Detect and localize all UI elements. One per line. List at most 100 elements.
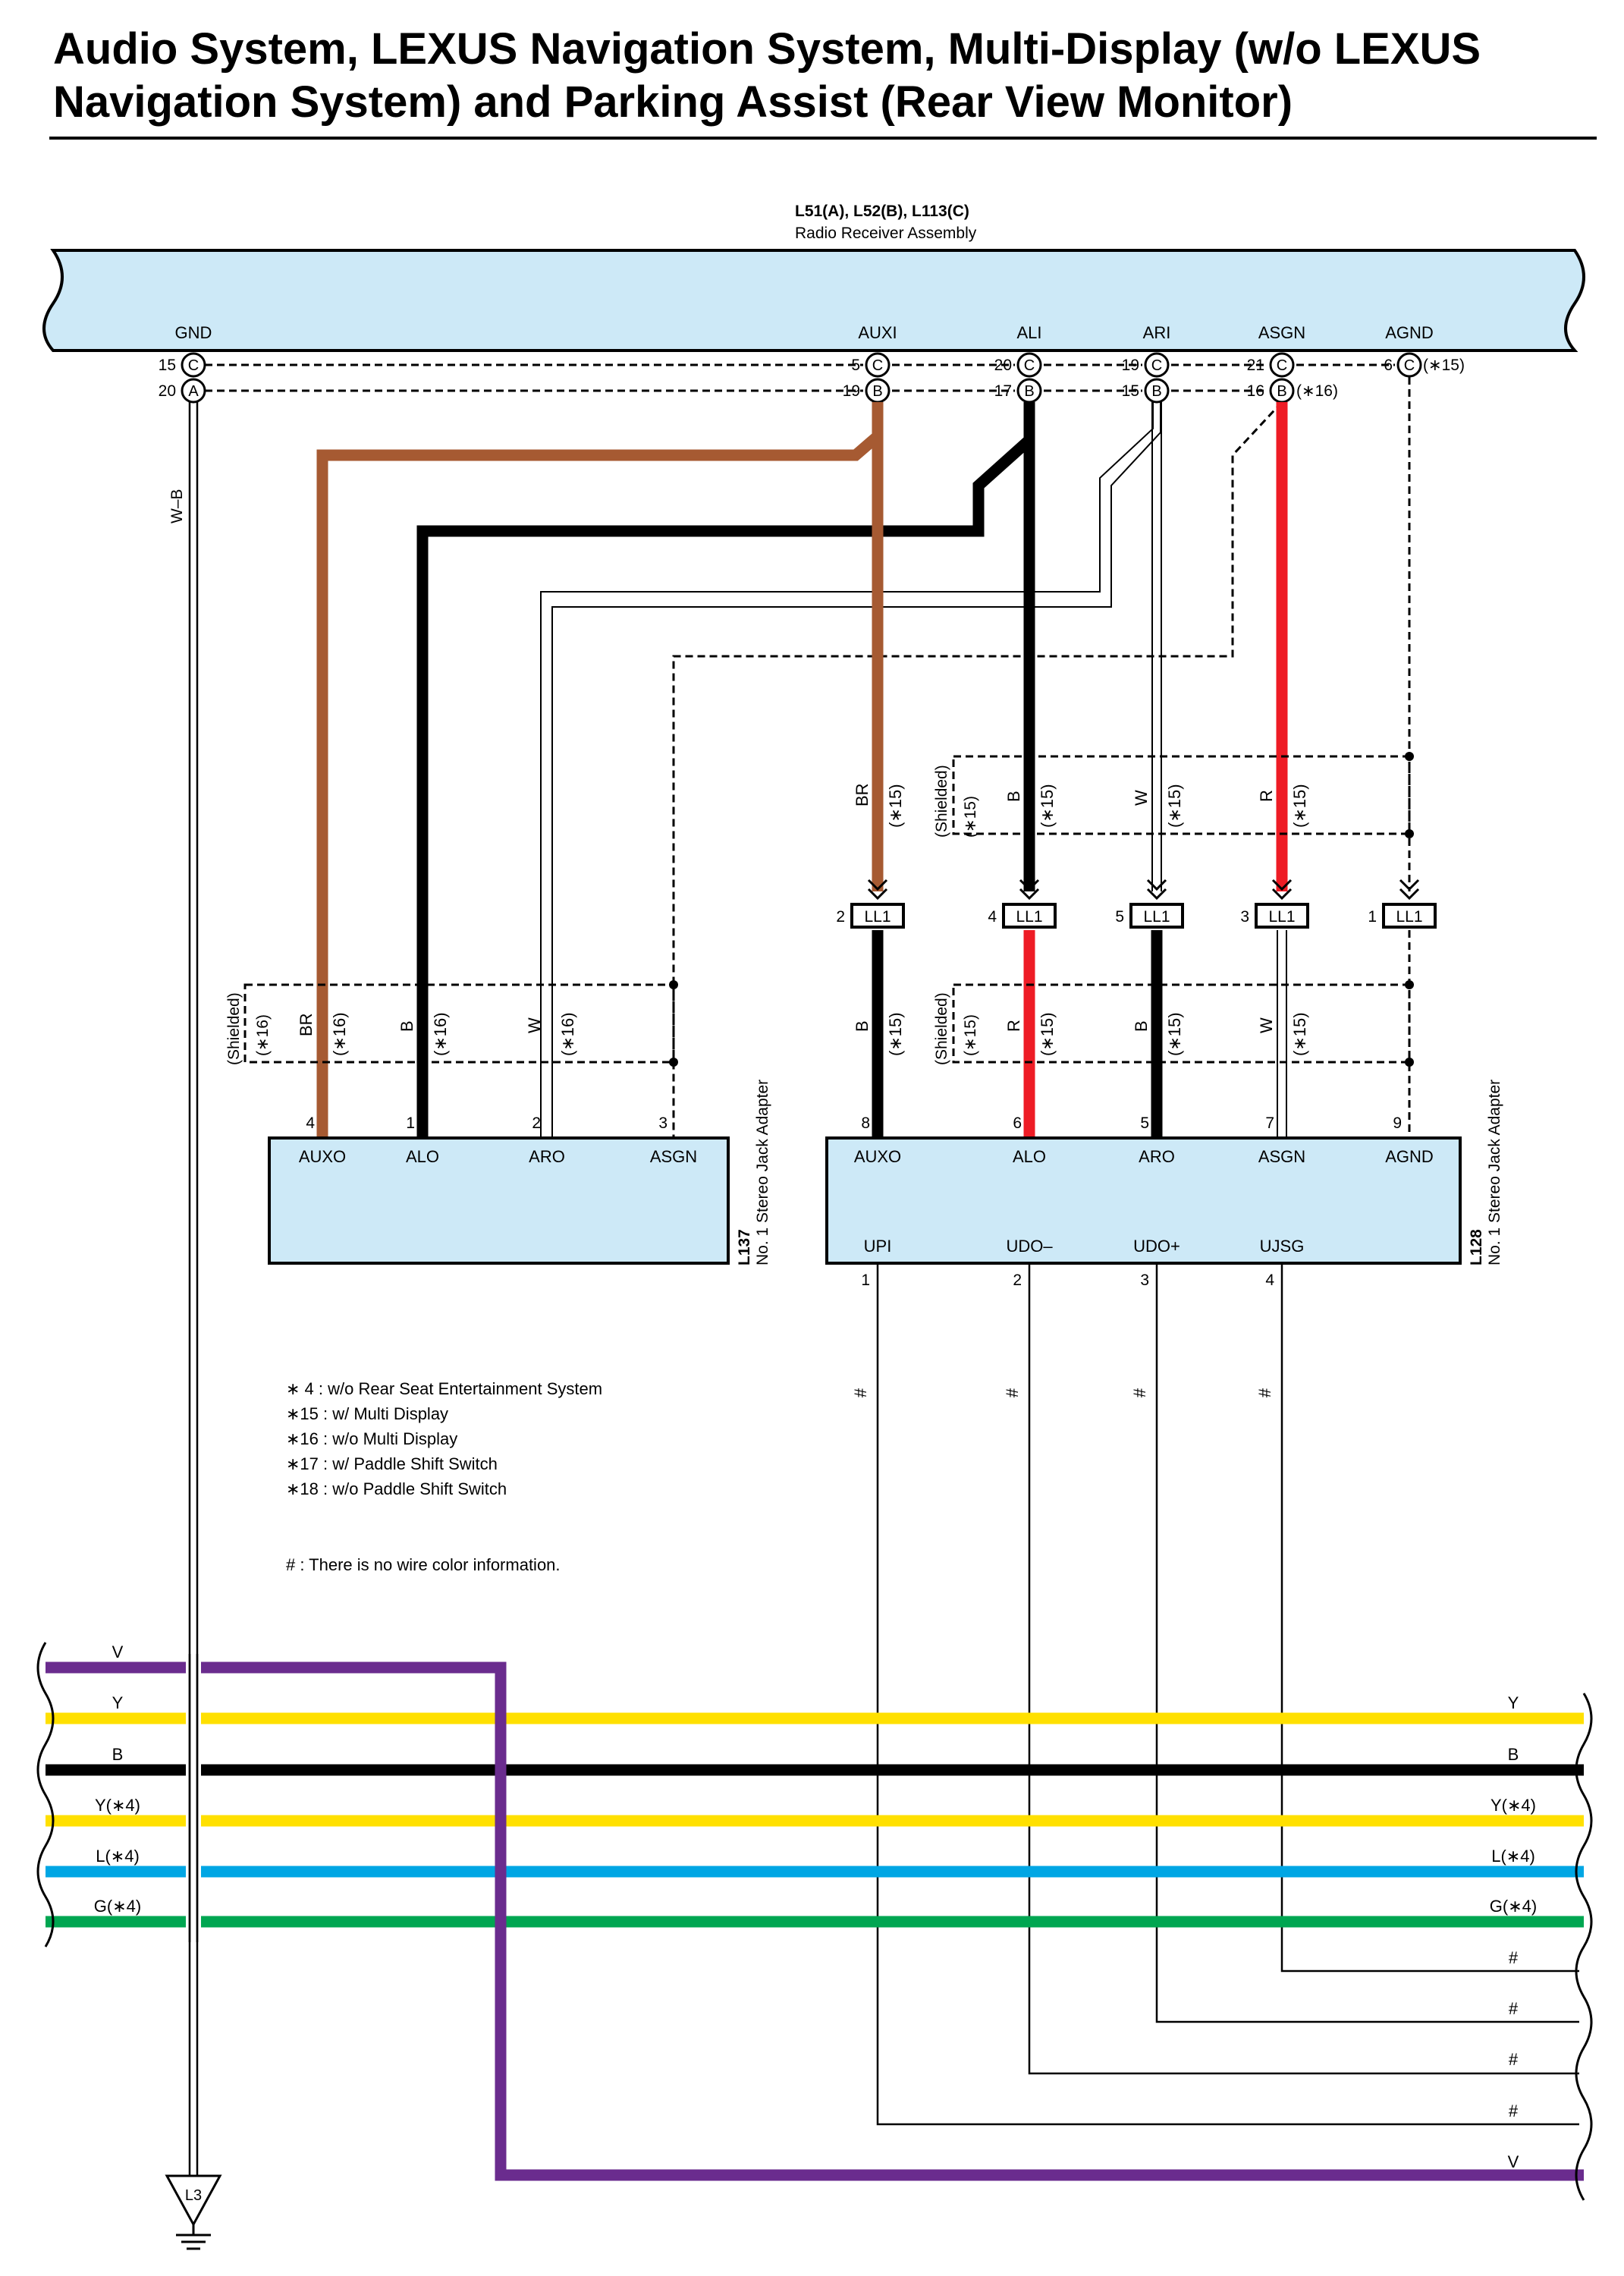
svg-text:4: 4 — [306, 1114, 315, 1132]
lower-shield-note: (∗15) — [962, 1014, 979, 1056]
receiver-terminal-ali: ALI — [1016, 323, 1041, 342]
upper-shield: (Shielded) (∗15) — [933, 752, 1414, 838]
legend-item: ∗15 : w/ Multi Display — [286, 1404, 448, 1423]
svg-text:19: 19 — [843, 382, 860, 400]
svg-text:3: 3 — [658, 1114, 668, 1132]
bus-right-labels: Y B Y(∗4) L(∗4) G(∗4) # # # # V — [1490, 1693, 1537, 2171]
svg-text:LL1: LL1 — [1268, 908, 1295, 926]
svg-text:2: 2 — [836, 908, 845, 926]
svg-text:UJSG: UJSG — [1260, 1237, 1305, 1256]
svg-text:G(∗4): G(∗4) — [1490, 1897, 1537, 1916]
svg-text:C: C — [188, 357, 199, 374]
svg-text:L(∗4): L(∗4) — [1491, 1847, 1535, 1866]
svg-text:B: B — [853, 1020, 872, 1032]
svg-text:(∗16): (∗16) — [330, 1012, 349, 1056]
svg-text:G(∗4): G(∗4) — [94, 1897, 141, 1916]
svg-text:W: W — [525, 1017, 544, 1033]
svg-text:Y(∗4): Y(∗4) — [95, 1796, 140, 1815]
svg-text:C: C — [1404, 357, 1415, 374]
upper-shield-note: (∗15) — [962, 796, 979, 838]
svg-text:1: 1 — [406, 1114, 415, 1132]
ground-symbol: L3 — [165, 2174, 222, 2250]
svg-text:15: 15 — [159, 357, 176, 374]
svg-text:4: 4 — [1265, 1272, 1274, 1289]
svg-text:1: 1 — [861, 1272, 870, 1289]
svg-text:17: 17 — [994, 382, 1012, 400]
svg-text:9: 9 — [1393, 1114, 1402, 1132]
agnd-note: (∗15) — [1423, 357, 1465, 374]
svg-text:6: 6 — [1384, 357, 1393, 374]
svg-text:#: # — [1509, 2102, 1519, 2120]
svg-text:3: 3 — [1140, 1272, 1149, 1289]
l128-id: L128 — [1468, 1229, 1485, 1265]
legend-item: ∗16 : w/o Multi Display — [286, 1429, 457, 1448]
svg-text:#: # — [1509, 1948, 1519, 1967]
receiver-id: L51(A), L52(B), L113(C) — [795, 203, 969, 220]
receiver-name: Radio Receiver Assembly — [795, 225, 977, 242]
legend: ∗ 4 : w/o Rear Seat Entertainment System… — [286, 1379, 602, 1574]
svg-text:LL1: LL1 — [864, 908, 891, 926]
svg-text:R: R — [1004, 1020, 1023, 1032]
l128-hash-marks: # # # # — [851, 1388, 1274, 1397]
receiver-panel — [42, 249, 1585, 352]
svg-text:AUXO: AUXO — [299, 1147, 346, 1166]
bus-violet-wire — [46, 1661, 1584, 2181]
svg-text:6: 6 — [1013, 1114, 1022, 1132]
svg-text:B: B — [1132, 1020, 1151, 1032]
svg-text:R: R — [1257, 790, 1276, 802]
receiver-terminal-gnd: GND — [175, 323, 212, 342]
svg-text:BR: BR — [853, 783, 872, 806]
receiver-pin-numbers: 15 20 5 19 20 17 19 15 21 16 6 — [159, 357, 1393, 400]
ground-wire-color: W–B — [168, 489, 186, 523]
svg-text:W: W — [1132, 790, 1151, 806]
l137-shield-note: (∗16) — [254, 1014, 272, 1056]
l128-terminals: AUXO ALO ARO ASGN AGND — [854, 1147, 1434, 1166]
l128-pins: 8 6 5 7 9 — [861, 1114, 1402, 1132]
svg-text:1: 1 — [1368, 908, 1377, 926]
wire-w-l128-asgn — [1277, 930, 1287, 1136]
svg-text:W: W — [1257, 1017, 1276, 1033]
bus-lines — [46, 1712, 1584, 1928]
l128-name: No. 1 Stereo Jack Adapter — [1486, 1080, 1503, 1265]
l128-bottom-terminals: UPI UDO– UDO+ UJSG — [864, 1237, 1305, 1256]
wire-asgn-l137 — [672, 401, 1283, 1136]
svg-text:3: 3 — [1240, 908, 1249, 926]
svg-text:B: B — [1508, 1745, 1519, 1764]
lower-shield-l137: (Shielded) (∗16) — [225, 980, 678, 1067]
svg-text:ALO: ALO — [406, 1147, 439, 1166]
ll1-wire-labels: B (∗15) R (∗15) B (∗15) W (∗15) — [853, 1012, 1309, 1056]
svg-text:ASGN: ASGN — [1258, 1147, 1305, 1166]
ll1-connectors — [850, 903, 1437, 929]
svg-text:AUXO: AUXO — [854, 1147, 901, 1166]
svg-text:B: B — [872, 383, 882, 400]
l137-pins: 4 1 2 3 — [306, 1114, 668, 1132]
svg-text:ARO: ARO — [1139, 1147, 1175, 1166]
svg-text:B: B — [1004, 791, 1023, 802]
svg-text:UPI: UPI — [864, 1237, 892, 1256]
upper-wire-labels: BR (∗15) B (∗15) W (∗15) R (∗15) — [853, 783, 1309, 828]
legend-item: ∗17 : w/ Paddle Shift Switch — [286, 1454, 498, 1473]
svg-text:(∗15): (∗15) — [1165, 1012, 1184, 1056]
ll1-pins: 2 4 5 3 1 — [836, 908, 1377, 926]
svg-text:AGND: AGND — [1385, 1147, 1434, 1166]
legend-item: ∗18 : w/o Paddle Shift Switch — [286, 1479, 507, 1498]
svg-text:V: V — [1508, 2152, 1519, 2171]
svg-text:(∗16): (∗16) — [431, 1012, 450, 1056]
svg-text:C: C — [872, 357, 883, 374]
svg-text:B: B — [112, 1745, 124, 1764]
receiver-terminal-asgn: ASGN — [1258, 323, 1305, 342]
wire-w-ll1 — [1151, 402, 1162, 891]
svg-text:(∗15): (∗15) — [1290, 1012, 1309, 1056]
wire-aro-l137 — [540, 402, 1161, 1136]
svg-text:Y(∗4): Y(∗4) — [1490, 1796, 1536, 1815]
receiver-terminal-agnd: AGND — [1385, 323, 1434, 342]
receiver-terminal-auxi: AUXI — [858, 323, 897, 342]
svg-text:BR: BR — [297, 1013, 316, 1036]
l137-box — [268, 1136, 730, 1265]
ground-wire-crossing — [188, 1654, 199, 1942]
svg-text:#: # — [1509, 2050, 1519, 2069]
svg-text:(∗15): (∗15) — [1165, 784, 1184, 828]
receiver-terminals: GND AUXI ALI ARI ASGN AGND — [175, 323, 1434, 342]
svg-text:15: 15 — [1122, 382, 1139, 400]
